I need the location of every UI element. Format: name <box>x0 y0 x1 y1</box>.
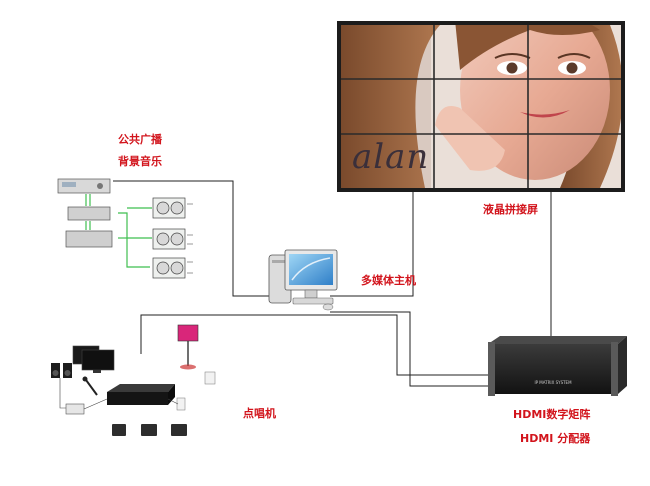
green-arrows <box>85 194 152 268</box>
matrix-panel-text: IP MATRIX SYSTEM <box>534 380 572 385</box>
label-lcd-splice-screen: 液晶拼接屏 <box>483 203 538 216</box>
line-broadcast-to-host <box>113 180 279 297</box>
ceiling-speakers <box>152 197 186 279</box>
line-karaoke-to-matrix <box>140 314 488 376</box>
label-hdmi-splitter: HDMI 分配器 <box>520 432 591 445</box>
label-hdmi-matrix: HDMI数字矩阵 <box>513 408 591 421</box>
zone-marks <box>187 203 193 274</box>
connection-lines <box>113 180 552 387</box>
hdmi-matrix-device: IP MATRIX SYSTEM <box>488 336 627 396</box>
label-multimedia-host: 多媒体主机 <box>361 274 416 287</box>
label-background-music: 背景音乐 <box>118 155 162 168</box>
broadcast-equipment <box>57 178 193 279</box>
line-host-to-videowall <box>330 188 414 297</box>
multimedia-host <box>268 249 338 311</box>
lcd-video-wall <box>337 21 625 192</box>
video-wall-grid <box>341 25 621 188</box>
screen-logo: alan <box>352 137 430 177</box>
line-host-to-matrix <box>330 311 488 387</box>
karaoke-setup <box>51 324 216 436</box>
label-karaoke: 点唱机 <box>243 407 276 420</box>
label-public-broadcast: 公共广播 <box>118 133 162 146</box>
